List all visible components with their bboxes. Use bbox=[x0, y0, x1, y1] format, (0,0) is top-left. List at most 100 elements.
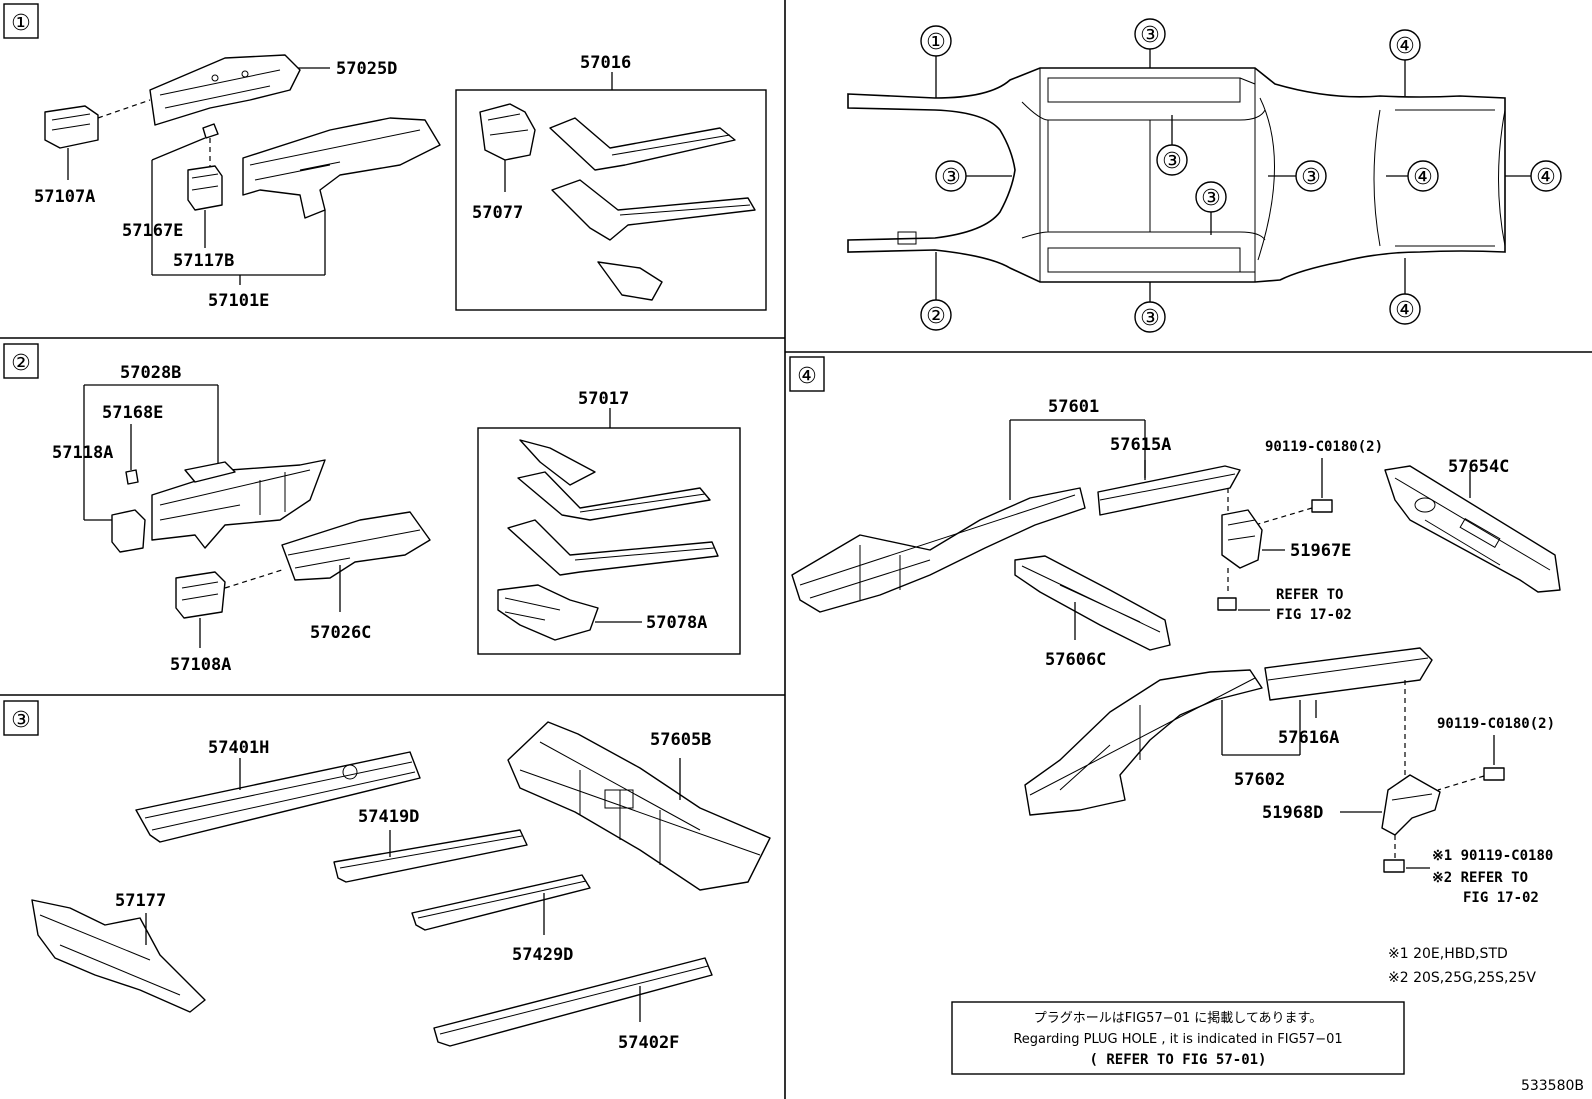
label-57118A: 57118A bbox=[52, 443, 113, 463]
part-57606C-shape bbox=[1014, 555, 1171, 651]
label-57108A: 57108A bbox=[170, 655, 231, 675]
svg-text:③: ③ bbox=[1140, 23, 1160, 48]
frame-callouts: ① ② ③ ③ ③ ③ ③ ③ ④ ④ ④ ④ bbox=[920, 18, 1562, 333]
label-57615A: 57615A bbox=[1110, 435, 1171, 455]
footnote-1: ※1 20E,HBD,STD bbox=[1388, 946, 1508, 962]
section-label-1: ① bbox=[3, 3, 39, 39]
plug-hole-note-box bbox=[951, 1001, 1405, 1075]
label-57601: 57601 bbox=[1048, 397, 1099, 417]
part-57177-shape bbox=[31, 899, 206, 1013]
part-57101E-shape bbox=[242, 117, 441, 219]
refer-2-line2: ※2 REFER TO bbox=[1432, 870, 1528, 886]
label-57429D: 57429D bbox=[512, 945, 573, 965]
label-57168E: 57168E bbox=[102, 403, 163, 423]
svg-text:③: ③ bbox=[1301, 165, 1321, 190]
section-4-parts: 57601 57615A 90119-C0180(2) 51967E REFER… bbox=[791, 397, 1584, 1094]
callout-rear-bottom: ④ bbox=[1389, 258, 1421, 325]
catalog-number: 533580B bbox=[1521, 1078, 1584, 1094]
part-57108A-shape bbox=[175, 571, 226, 619]
note-line-3: ( REFER TO FIG 57-01) bbox=[1089, 1052, 1266, 1068]
label-57419D: 57419D bbox=[358, 807, 419, 827]
callout-front-lower: ② bbox=[920, 252, 952, 331]
part-51967E-shape bbox=[1221, 509, 1263, 569]
label-57117B: 57117B bbox=[173, 251, 234, 271]
section-label-3: ③ bbox=[3, 700, 39, 736]
svg-text:④: ④ bbox=[1395, 298, 1415, 323]
label-57017: 57017 bbox=[578, 389, 629, 409]
callout-center-long: ③ bbox=[1156, 115, 1188, 176]
svg-text:③: ③ bbox=[941, 165, 961, 190]
part-51968D-shape bbox=[1381, 774, 1441, 836]
part-57118A-shape bbox=[111, 509, 146, 553]
section-label-4: ④ bbox=[789, 356, 825, 392]
part-57615A-shape bbox=[1097, 465, 1241, 516]
section-3-parts: 57401H 57419D 57429D 57402F 57177 57605B bbox=[31, 721, 771, 1053]
label-90119-C0180-upper: 90119-C0180(2) bbox=[1265, 439, 1383, 455]
footnote-2: ※2 20S,25G,25S,25V bbox=[1388, 970, 1536, 986]
callout-front-upper: ① bbox=[920, 25, 952, 98]
callout-bottom-mid: ③ bbox=[1134, 282, 1166, 333]
label-57602: 57602 bbox=[1234, 770, 1285, 790]
callout-rear-top: ④ bbox=[1389, 29, 1421, 96]
note-line-2: Regarding PLUG HOLE , it is indicated in… bbox=[1013, 1032, 1342, 1047]
svg-text:④: ④ bbox=[797, 364, 817, 389]
svg-text:①: ① bbox=[926, 30, 946, 55]
part-57616A-shape bbox=[1264, 647, 1433, 701]
label-57654C: 57654C bbox=[1448, 457, 1509, 477]
svg-text:①: ① bbox=[11, 11, 31, 36]
refer-1-line1: REFER TO bbox=[1276, 587, 1343, 603]
svg-text:③: ③ bbox=[11, 708, 31, 733]
label-57077: 57077 bbox=[472, 203, 523, 223]
svg-text:④: ④ bbox=[1413, 165, 1433, 190]
label-51968D: 51968D bbox=[1262, 803, 1323, 823]
callout-rear-mid: ④ bbox=[1386, 160, 1439, 192]
part-57605B-shape bbox=[507, 721, 771, 891]
svg-text:③: ③ bbox=[1201, 186, 1221, 211]
part-57077-shape bbox=[479, 103, 536, 161]
label-57026C: 57026C bbox=[310, 623, 371, 643]
svg-text:③: ③ bbox=[1140, 306, 1160, 331]
refer-2-line3: FIG 17-02 bbox=[1463, 890, 1539, 906]
label-57605B: 57605B bbox=[650, 730, 711, 750]
svg-text:②: ② bbox=[11, 351, 31, 376]
label-57167E: 57167E bbox=[122, 221, 183, 241]
label-57177: 57177 bbox=[115, 891, 166, 911]
label-57078A: 57078A bbox=[646, 613, 707, 633]
label-57016: 57016 bbox=[580, 53, 631, 73]
kit-57016-box bbox=[455, 89, 767, 311]
label-57025D: 57025D bbox=[336, 59, 397, 79]
label-51967E: 51967E bbox=[1290, 541, 1351, 561]
part-57028B-shape bbox=[151, 459, 326, 549]
callout-rear-end: ④ bbox=[1505, 160, 1562, 192]
callout-rear-cross: ③ bbox=[1268, 160, 1327, 192]
part-57025D-shape bbox=[149, 54, 301, 126]
note-line-1: プラグホールはFIG57−01 に掲載してあります。 bbox=[1034, 1010, 1322, 1026]
label-57402F: 57402F bbox=[618, 1033, 679, 1053]
part-57078A-shape bbox=[497, 584, 599, 641]
svg-text:③: ③ bbox=[1162, 149, 1182, 174]
part-57429D-shape bbox=[411, 874, 591, 931]
part-57602-shape bbox=[1024, 669, 1263, 816]
svg-text:④: ④ bbox=[1536, 165, 1556, 190]
refer-1-line2: FIG 17-02 bbox=[1276, 607, 1352, 623]
svg-text:④: ④ bbox=[1395, 34, 1415, 59]
svg-text:②: ② bbox=[926, 304, 946, 329]
part-57402F-shape bbox=[433, 957, 713, 1047]
label-57606C: 57606C bbox=[1045, 650, 1106, 670]
section-label-2: ② bbox=[3, 343, 39, 379]
label-57401H: 57401H bbox=[208, 738, 269, 758]
section-2-parts: 57028B 57168E 57118A 57026C 57108A 57017 bbox=[52, 363, 741, 675]
callout-top-mid: ③ bbox=[1134, 18, 1166, 68]
label-57616A: 57616A bbox=[1278, 728, 1339, 748]
kit-57017-box bbox=[477, 427, 741, 655]
section-1-parts: 57025D 57107A 57167E 57117B 57101E 57016… bbox=[34, 53, 767, 311]
part-57419D-shape bbox=[333, 829, 528, 883]
label-57107A: 57107A bbox=[34, 187, 95, 207]
callout-center-short: ③ bbox=[1195, 181, 1227, 235]
part-57401H-shape bbox=[135, 751, 421, 843]
label-57028B: 57028B bbox=[120, 363, 181, 383]
refer-2-line1: ※1 90119-C0180 bbox=[1432, 848, 1553, 864]
part-57654C-shape bbox=[1384, 465, 1561, 593]
part-57026C-shape bbox=[281, 511, 431, 581]
